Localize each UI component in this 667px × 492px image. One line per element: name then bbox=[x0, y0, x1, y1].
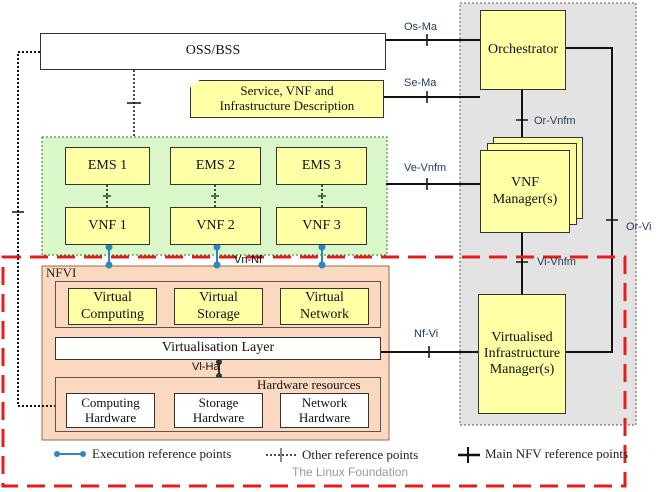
legend-execution-dot-right bbox=[80, 451, 86, 457]
vn-nf-label: Vn-Nf bbox=[234, 254, 263, 266]
ve-vnfm-label: Ve-Vnfm bbox=[404, 162, 447, 174]
vnf1-exec-dot-top bbox=[105, 243, 113, 251]
virtual-computing-box: Virtual Computing bbox=[68, 288, 157, 325]
hardware-title: Hardware resources bbox=[257, 377, 361, 392]
ems-2-box: EMS 2 bbox=[170, 147, 261, 185]
vi-vnfm-label: Vi-Vnfm bbox=[537, 256, 576, 268]
or-vnfm-label: Or-Vnfm bbox=[534, 115, 576, 127]
vnf1-exec-dot-bottom bbox=[105, 261, 113, 269]
nfvi-title: NFVI bbox=[46, 265, 77, 280]
nfvi-boundary bbox=[1, 255, 627, 488]
vnf3-exec-dot-top bbox=[318, 243, 326, 251]
vnf-manager-box: VNF Manager(s) bbox=[480, 150, 570, 233]
virtualisation-layer-box: Virtualisation Layer bbox=[55, 337, 381, 360]
se-ma-label: Se-Ma bbox=[404, 77, 437, 89]
computing-hardware-box: Computing Hardware bbox=[66, 393, 155, 428]
legend-other-label: Other reference points bbox=[302, 447, 419, 462]
network-hardware-box: Network Hardware bbox=[280, 393, 369, 428]
or-vi-label: Or-Vi bbox=[626, 221, 652, 233]
nf-vi-label: Nf-Vi bbox=[414, 328, 439, 340]
or-vi-line bbox=[565, 47, 613, 353]
legend-main-label: Main NFV reference points bbox=[485, 446, 629, 461]
vnf-2-box: VNF 2 bbox=[170, 207, 261, 245]
legend-execution-label: Execution reference points bbox=[92, 446, 232, 461]
os-ma-label: Os-Ma bbox=[404, 21, 437, 33]
description-box: Service, VNF and Infrastructure Descript… bbox=[190, 80, 384, 118]
vnf2-exec-dot-bottom bbox=[213, 261, 221, 269]
orchestrator-box: Orchestrator bbox=[480, 10, 566, 90]
ems-1-box: EMS 1 bbox=[65, 147, 150, 185]
vi-ha-label: Vl-Ha bbox=[192, 361, 220, 373]
vnf-1-box: VNF 1 bbox=[65, 207, 150, 245]
ems-3-box: EMS 3 bbox=[276, 147, 367, 185]
watermark: The Linux Foundation bbox=[292, 465, 409, 479]
vi-ha-dot-top bbox=[216, 359, 222, 365]
oss-bss-box: OSS/BSS bbox=[40, 33, 386, 70]
vnf3-exec-dot-bottom bbox=[318, 261, 326, 269]
storage-hardware-box: Storage Hardware bbox=[174, 393, 263, 428]
vnf-3-box: VNF 3 bbox=[276, 207, 367, 245]
vim-box: Virtualised Infrastructure Manager(s) bbox=[478, 294, 566, 414]
virtual-network-box: Virtual Network bbox=[280, 288, 369, 325]
virtual-storage-box: Virtual Storage bbox=[174, 288, 263, 325]
legend-execution-dot-left bbox=[54, 451, 60, 457]
vnf2-exec-dot-top bbox=[213, 243, 221, 251]
